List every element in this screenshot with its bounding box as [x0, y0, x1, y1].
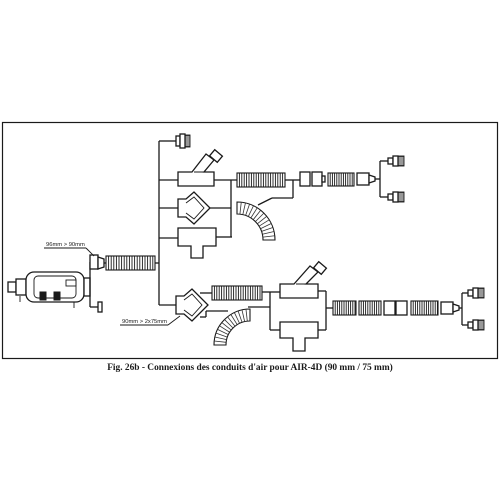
diagram-frame	[1, 121, 499, 360]
upper-branch-connectors	[210, 179, 237, 237]
main-flexible-hose	[105, 255, 156, 271]
figure-caption: Fig. 26b - Connexions des conduits d'air…	[107, 363, 393, 373]
flexible-hose-lower-4	[410, 300, 439, 316]
duct-coupler-lower	[383, 300, 408, 316]
splitter-label: 90mm > 2x75mm	[122, 319, 167, 325]
outlet-vent-upper-right-2	[387, 191, 405, 203]
outlet-vent-lower-right-2	[467, 319, 485, 331]
curved-flex-hose-lower	[213, 308, 251, 346]
splitter-annotation: 90mm > 2x75mm	[120, 315, 181, 326]
upper-line-connectors	[257, 179, 294, 206]
outlet-vent-upper-right-1	[387, 155, 405, 167]
t-fitting-upper	[177, 227, 232, 259]
flexible-hose-lower-2	[332, 300, 357, 316]
y-splitter-fitting-upper	[177, 191, 211, 225]
lower-manifold-lines	[269, 290, 333, 331]
y-splitter-fitting-lower	[175, 288, 209, 322]
flexible-hose-lower-1	[211, 285, 263, 301]
outlet-vent-top-left	[172, 133, 191, 149]
elbow-fitting-upper	[177, 148, 224, 187]
curved-flex-hose-upper	[236, 201, 276, 241]
heater-unit	[7, 271, 91, 308]
duct-coupler-upper	[293, 171, 326, 187]
main-trunk-duct	[104, 140, 178, 306]
heater-outlet-manifold	[89, 254, 105, 313]
lower-branch-connectors	[200, 291, 271, 318]
reducer-lower-right	[440, 292, 468, 326]
flexible-hose-upper-2	[327, 172, 355, 187]
reducer-annotation: 96mm > 90mm	[44, 242, 95, 257]
outlet-vent-lower-right-1	[467, 287, 485, 299]
t-fitting-lower	[279, 321, 319, 352]
flexible-hose-upper-1	[236, 172, 286, 188]
flexible-hose-lower-3	[358, 300, 382, 316]
reducer-label: 96mm > 90mm	[46, 242, 85, 248]
elbow-fitting-lower	[279, 260, 328, 299]
reducer-upper-right	[356, 160, 388, 198]
